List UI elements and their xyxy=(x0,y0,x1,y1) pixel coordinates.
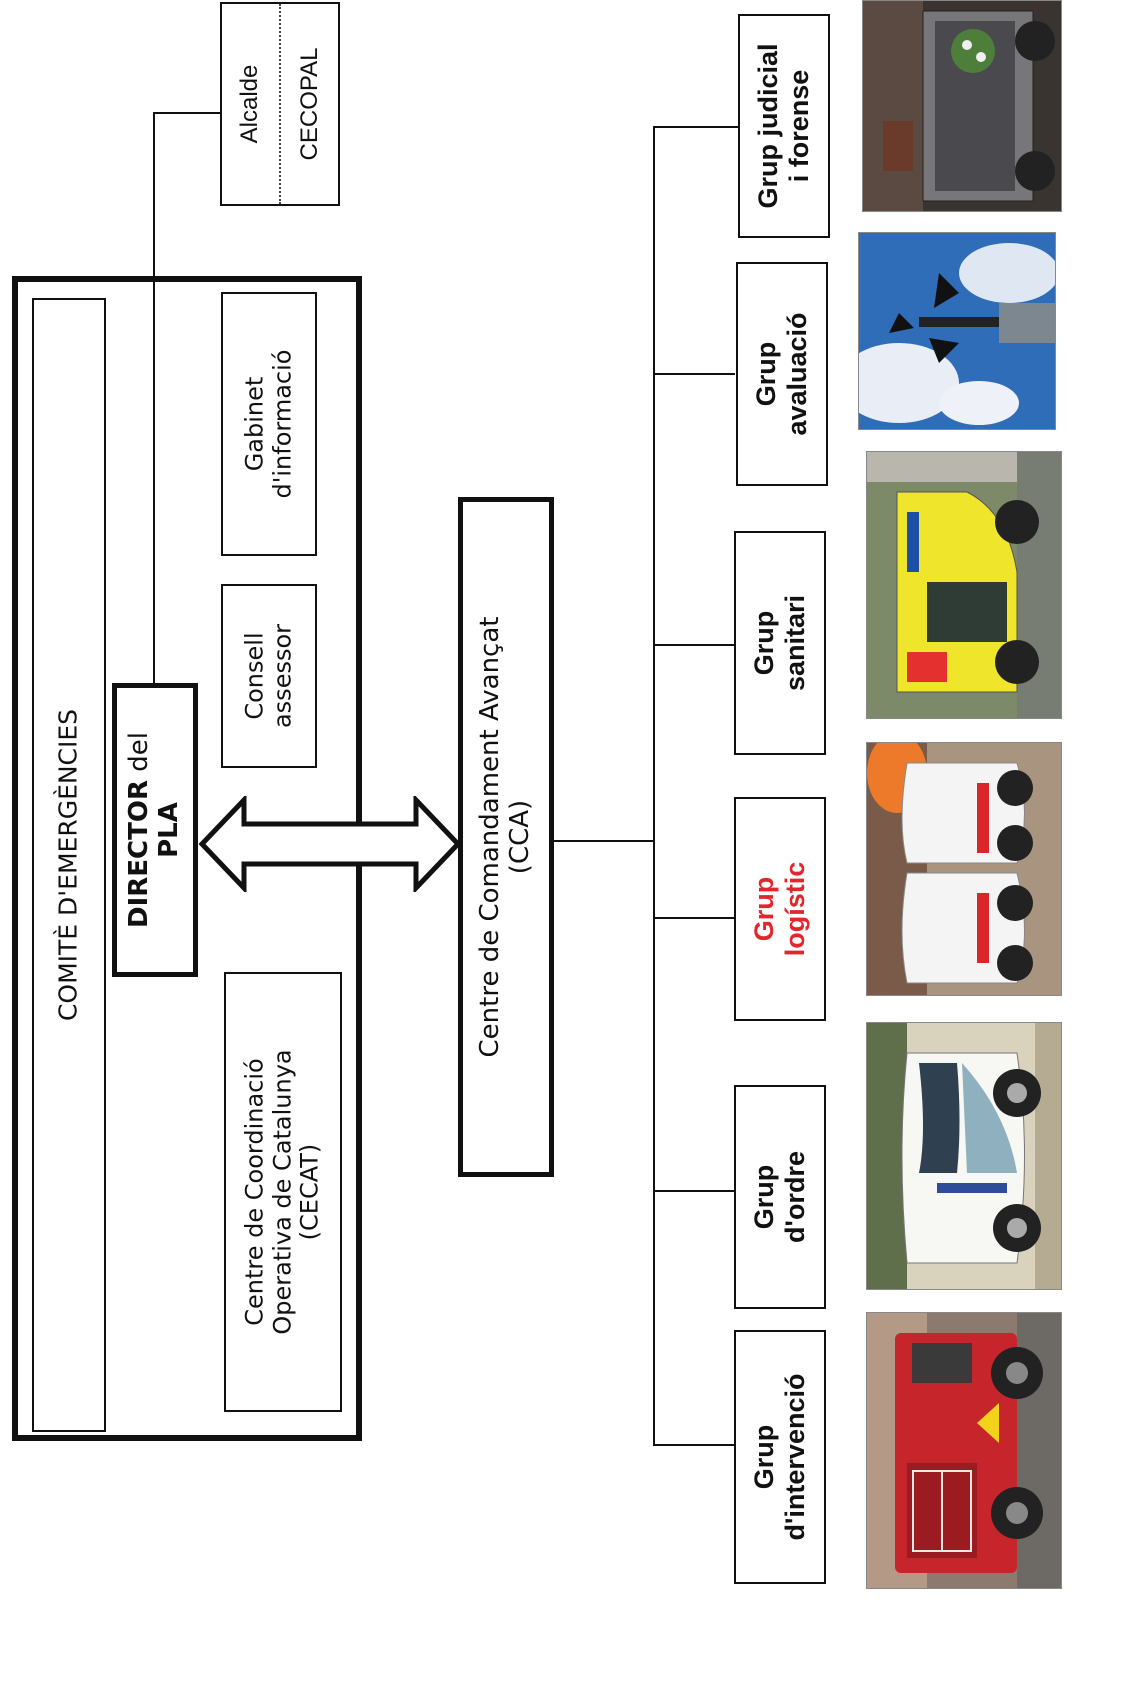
cecat-label: Centre de Coordinació Operativa de Catal… xyxy=(240,1049,324,1335)
group-evaluation-label: Grup avaluació xyxy=(750,312,812,436)
group-judicial-label: Grup judicial i forense xyxy=(752,43,814,209)
group-branch xyxy=(653,1190,735,1192)
group-logistics-label: Grup logístic xyxy=(748,861,810,957)
cca-box xyxy=(458,497,554,1177)
group-intervention-label: Grup d'intervenció xyxy=(748,1373,810,1541)
group-branch xyxy=(653,644,735,646)
director-line2: PLA xyxy=(154,802,184,858)
group-order-label: Grup d'ordre xyxy=(748,1151,810,1243)
mayor-connector-horizontal xyxy=(153,112,221,114)
civil-protection-cars-icon xyxy=(866,742,1062,996)
group-evaluation-box xyxy=(736,262,828,486)
cecat-box xyxy=(224,972,342,1412)
group-order-box xyxy=(734,1085,826,1309)
group-judicial-box xyxy=(738,14,830,238)
mayor-divider xyxy=(279,4,281,204)
cca-connector xyxy=(552,840,654,842)
director-rest: del xyxy=(124,732,155,781)
cca-label: Centre de Comandament Avançat (CCA) xyxy=(475,616,535,1058)
director-label: DIRECTOR del PLA xyxy=(124,732,185,928)
mayor-connector-vertical xyxy=(153,113,155,685)
director-strong: DIRECTOR xyxy=(124,780,155,928)
police-car-icon xyxy=(866,1022,1062,1290)
groups-trunk xyxy=(653,126,655,1446)
committee-title: COMITÈ D'EMERGÈNCIES xyxy=(53,708,83,1022)
group-health-box xyxy=(734,531,826,755)
council-box xyxy=(221,584,317,768)
group-branch xyxy=(653,126,739,128)
cecopal-label: CECOPAL xyxy=(296,47,324,161)
double-arrow-icon xyxy=(198,796,462,892)
mayor-label: Alcalde xyxy=(236,64,264,144)
committee-title-box xyxy=(32,298,106,1432)
group-logistics-box xyxy=(734,797,826,1021)
cabinet-box xyxy=(221,292,317,556)
cabinet-label: Gabinet d'informació xyxy=(240,349,296,499)
group-health-label: Grup sanitari xyxy=(748,594,810,692)
council-label: Consell assessor xyxy=(240,623,296,729)
anemometer-icon xyxy=(858,232,1056,430)
group-branch xyxy=(653,1444,735,1446)
fire-truck-icon xyxy=(866,1312,1062,1589)
group-branch xyxy=(653,373,735,375)
group-intervention-box xyxy=(734,1330,826,1584)
director-box xyxy=(112,683,198,977)
ambulance-icon xyxy=(866,451,1062,719)
hearse-icon xyxy=(862,0,1062,212)
group-branch xyxy=(653,917,735,919)
